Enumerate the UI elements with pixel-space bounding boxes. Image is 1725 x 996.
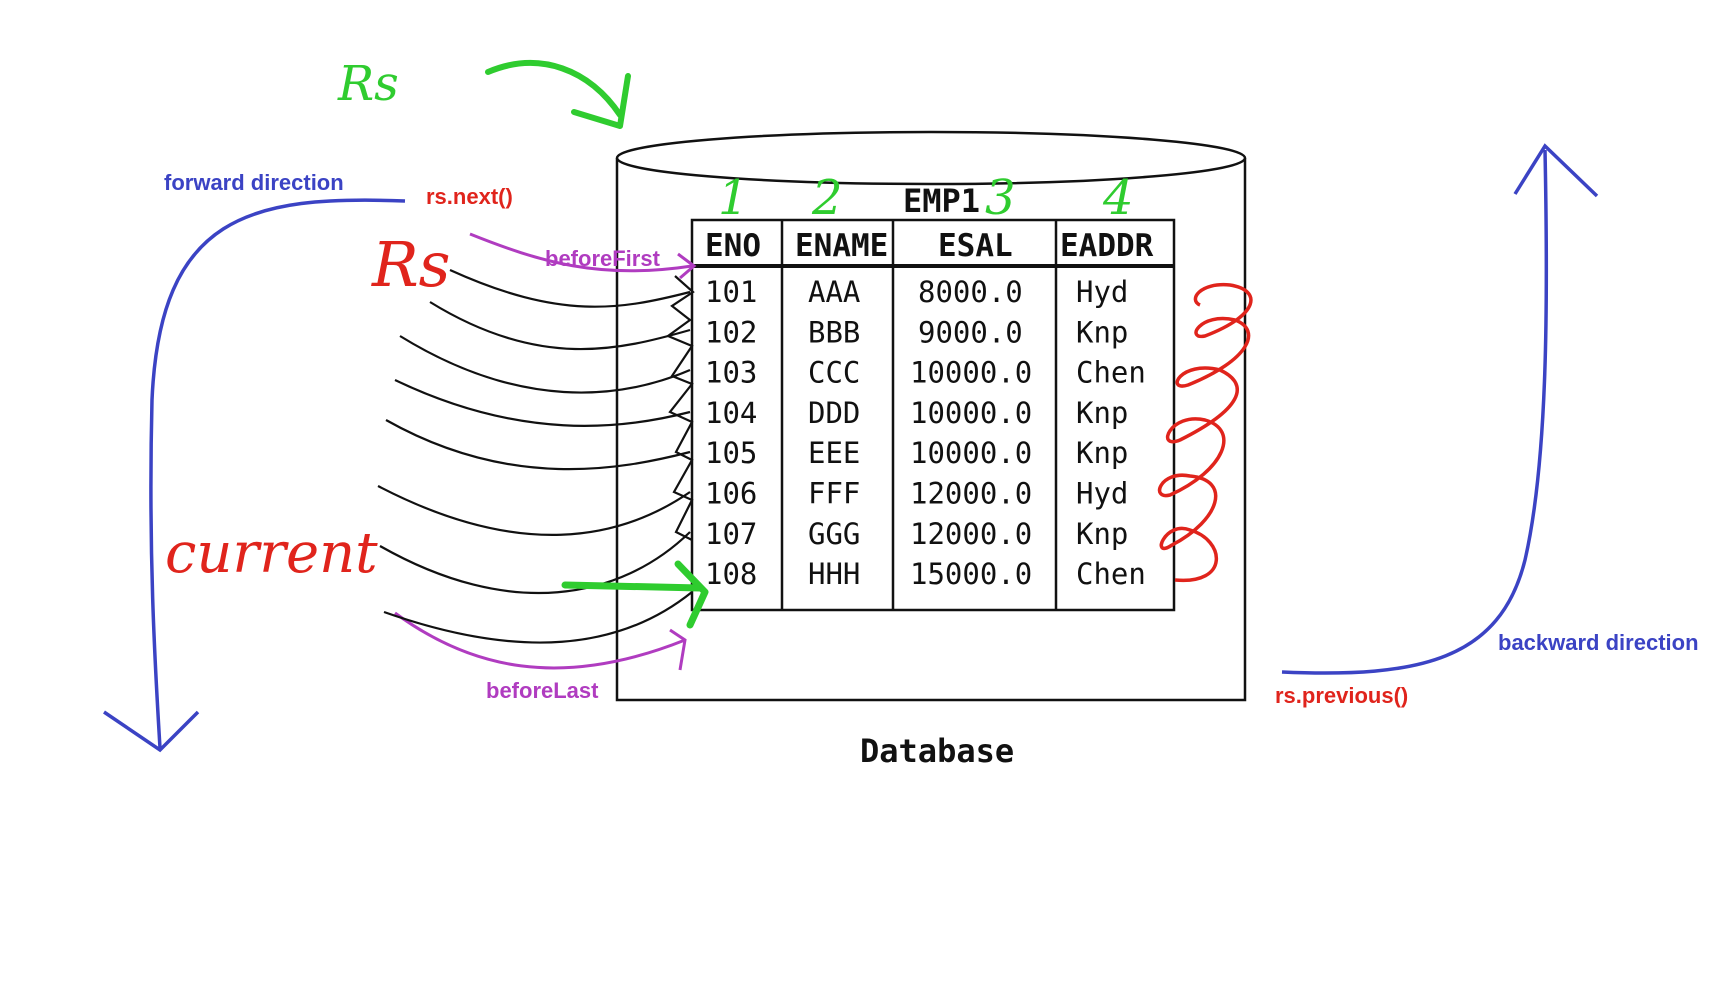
column-header-eaddr: EADDR [1060, 228, 1154, 264]
rs-next-label: rs.next() [426, 184, 513, 209]
table-cell: 10000.0 [910, 356, 1032, 390]
table-row: 106 FFF 12000.0 Hyd [705, 477, 1128, 511]
column-number: 1 [718, 170, 749, 226]
current-pointer-arrowhead [674, 560, 709, 629]
table-cell: 102 [705, 315, 757, 349]
column-header-eno: ENO [705, 228, 761, 264]
table-cell: 105 [705, 436, 757, 470]
column-number: 4 [1102, 170, 1134, 226]
table-cell: HHH [808, 557, 860, 591]
table-cell: 107 [705, 517, 757, 551]
table-cell: GGG [808, 517, 860, 551]
table-cell: 108 [705, 557, 757, 591]
table-cell: 12000.0 [910, 477, 1032, 511]
table-cell: 15000.0 [910, 557, 1032, 591]
table-cell: 103 [705, 356, 757, 390]
cursor-arrow [385, 419, 691, 471]
column-number: 3 [985, 170, 1016, 226]
table-cell: DDD [808, 396, 860, 430]
table-cell: Hyd [1076, 477, 1128, 511]
emp1-table [690, 218, 1176, 612]
table-cell: BBB [808, 315, 860, 349]
table-cell: 10000.0 [910, 436, 1032, 470]
table-cell: Knp [1076, 436, 1128, 470]
table-row: 102 BBB 9000.0 Knp [705, 315, 1128, 349]
forward-arrow [149, 198, 406, 749]
table-row: 105 EEE 10000.0 Knp [705, 436, 1128, 470]
table-cell: CCC [808, 356, 860, 390]
rs-top-arrowhead [571, 73, 631, 129]
table-header: ENO ENAME ESAL EADDR [705, 228, 1154, 264]
cursor-arrow [449, 268, 691, 308]
cursor-arrow [379, 531, 691, 595]
table-cell: 104 [705, 396, 757, 430]
table-cell: 10000.0 [910, 396, 1032, 430]
table-cell: Hyd [1076, 275, 1128, 309]
database-label: Database [860, 732, 1014, 770]
backward-arrowhead [1513, 143, 1599, 198]
backward-arrow [1281, 149, 1549, 675]
table-row: 108 HHH 15000.0 Chen [705, 557, 1146, 591]
table-cell: FFF [808, 477, 860, 511]
table-cell: 12000.0 [910, 517, 1032, 551]
previous-loops [1158, 282, 1253, 583]
before-first-arrow [469, 232, 693, 273]
table-cell: Chen [1076, 356, 1146, 390]
before-first-arrowhead [677, 252, 697, 280]
forward-direction-label: forward direction [164, 170, 344, 195]
table-name: EMP1 [903, 182, 980, 220]
table-cell: Knp [1076, 315, 1128, 349]
forward-arrowhead [103, 710, 200, 753]
table-cell: 101 [705, 275, 757, 309]
table-row: 103 CCC 10000.0 Chen [705, 356, 1146, 390]
rs-top-arrow [485, 60, 623, 118]
cursor-arrow [429, 301, 691, 351]
cursor-arrow [394, 379, 691, 427]
before-last-arrow [394, 611, 686, 670]
cursor-arrow [399, 335, 691, 394]
table-cell: Chen [1076, 557, 1146, 591]
table-cell: Knp [1076, 517, 1128, 551]
table-cell: 8000.0 [918, 275, 1023, 309]
rs-previous-label: rs.previous() [1275, 683, 1408, 708]
backward-direction-label: backward direction [1498, 630, 1699, 655]
before-first-label: beforeFirst [545, 246, 661, 271]
before-last-label: beforeLast [486, 678, 599, 703]
current-label: current [165, 521, 378, 586]
table-cell: Knp [1076, 396, 1128, 430]
cursor-tick [665, 275, 695, 541]
database-cylinder [615, 130, 1247, 702]
rs-mid-label: Rs [371, 228, 451, 301]
table-row: 104 DDD 10000.0 Knp [705, 396, 1128, 430]
table-row: 101 AAA 8000.0 Hyd [705, 275, 1128, 309]
table-cell: 106 [705, 477, 757, 511]
current-pointer-arrow [561, 581, 704, 592]
table-cell: AAA [808, 275, 860, 309]
column-numbers: 1 2 3 4 [718, 170, 1134, 226]
table-cell: 9000.0 [918, 315, 1023, 349]
column-header-esal: ESAL [938, 228, 1013, 264]
column-number: 2 [811, 170, 843, 226]
cursor-arrows [377, 268, 695, 644]
cursor-arrow [383, 591, 693, 644]
cursor-arrow [377, 485, 691, 536]
column-header-ename: ENAME [795, 228, 888, 264]
table-row: 107 GGG 12000.0 Knp [705, 517, 1128, 551]
rs-top-label: Rs [337, 56, 399, 112]
table-cell: EEE [808, 436, 860, 470]
before-last-arrowhead [669, 628, 687, 671]
